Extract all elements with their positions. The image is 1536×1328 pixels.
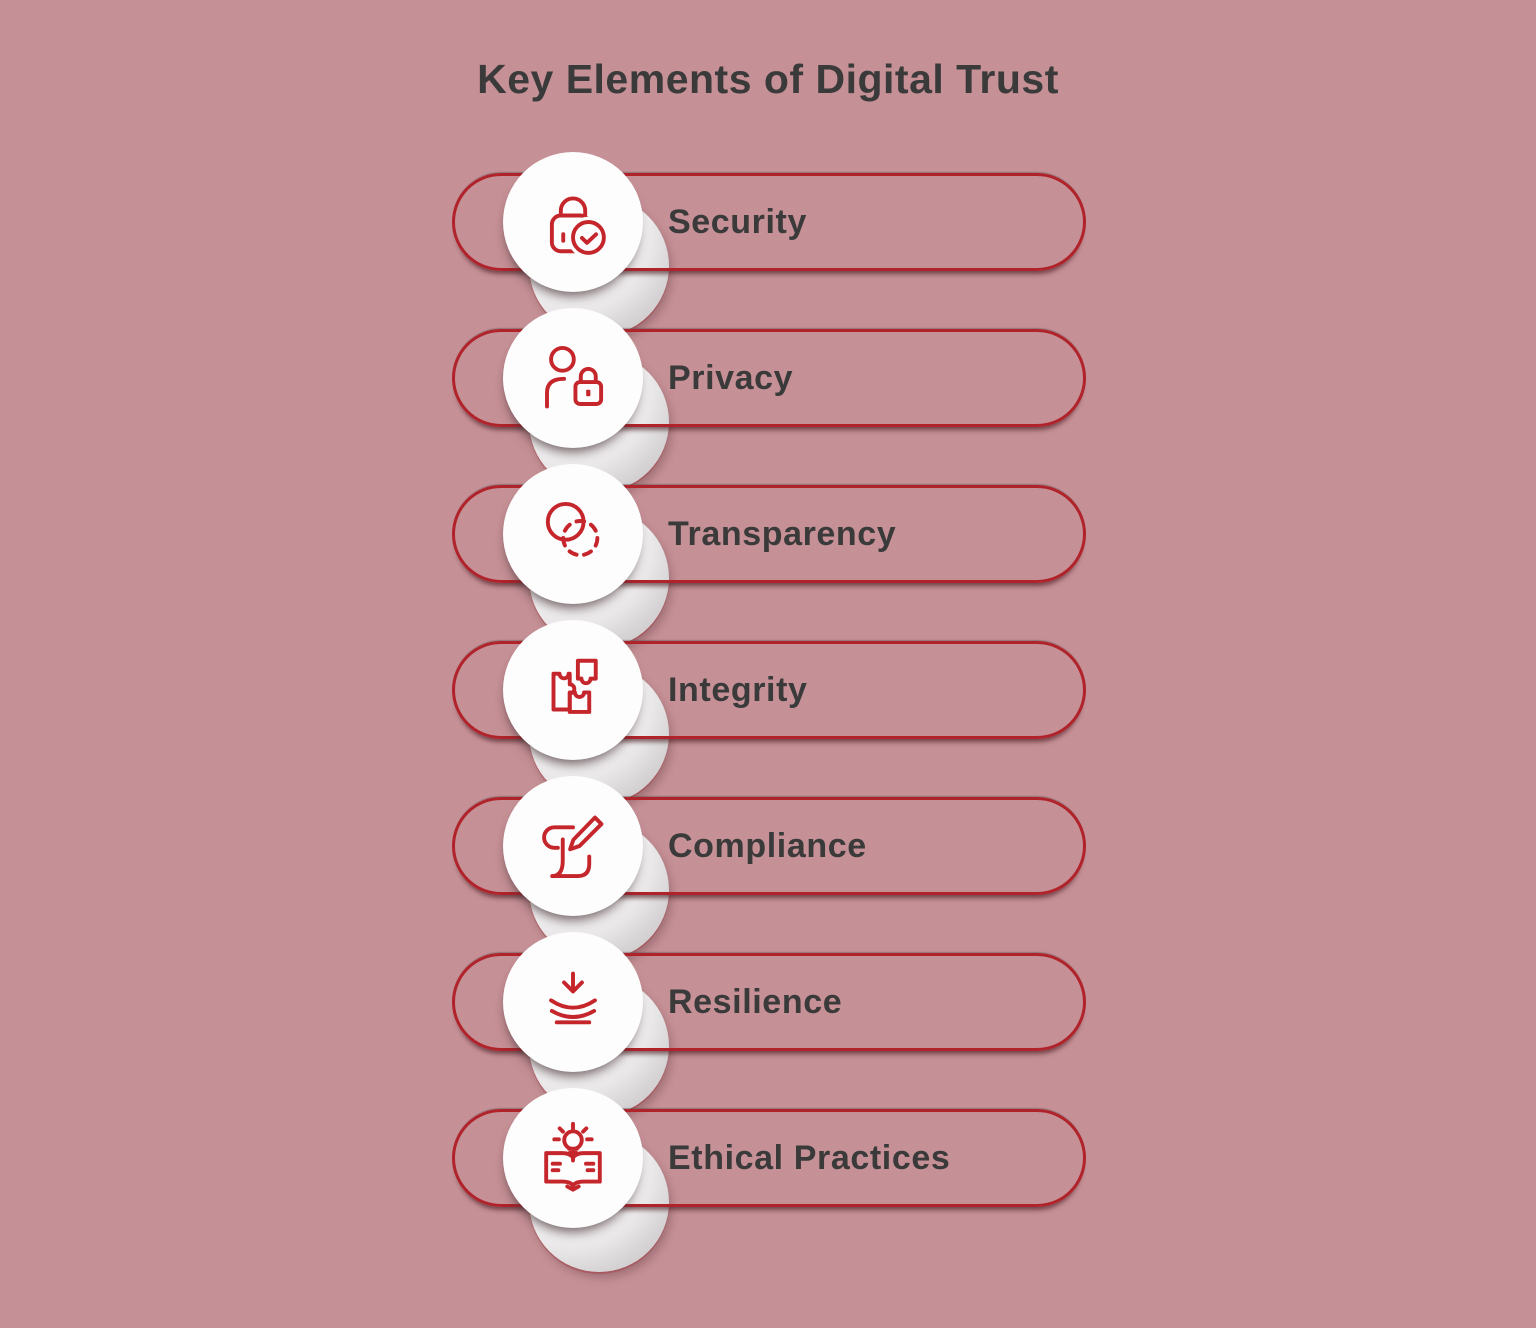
icon-circle [503,620,643,760]
list-item-transparency: Transparency [452,456,1086,648]
page-title: Key Elements of Digital Trust [477,56,1059,102]
list-item-security: Security [452,144,1086,336]
icon-circle [503,1088,643,1228]
icon-circle [503,776,643,916]
flex-arrow-icon [549,971,597,1025]
icon-circle [503,464,643,604]
item-label: Resilience [668,982,843,1021]
icon-circle [503,152,643,292]
lock-check-icon [549,196,610,259]
item-pill [452,1109,1086,1207]
list-item-resilience: Resilience [452,924,1086,1116]
item-label: Transparency [668,514,897,553]
puzzle-pieces-icon [551,658,598,714]
book-lightbulb-icon [544,1121,602,1192]
list-item-integrity: Integrity [452,612,1086,804]
items-list: Security Privacy [452,144,1086,1272]
item-pill [452,329,1086,427]
item-label: Integrity [668,670,808,709]
icon-circle [503,932,643,1072]
list-item-compliance: Compliance [452,768,1086,960]
overlapping-circles-icon [545,501,600,558]
icon-circle [503,308,643,448]
item-pill [452,641,1086,739]
list-item-privacy: Privacy [452,300,1086,492]
scroll-pencil-icon [542,815,604,879]
item-label: Security [668,202,807,241]
user-lock-icon [545,345,604,409]
item-pill [452,797,1086,895]
item-pill [452,485,1086,583]
list-item-ethical-practices: Ethical Practices [452,1080,1086,1272]
item-label: Privacy [668,358,794,397]
item-label: Compliance [668,826,867,865]
item-pill [452,173,1086,271]
item-pill [452,953,1086,1051]
item-label: Ethical Practices [668,1138,951,1177]
